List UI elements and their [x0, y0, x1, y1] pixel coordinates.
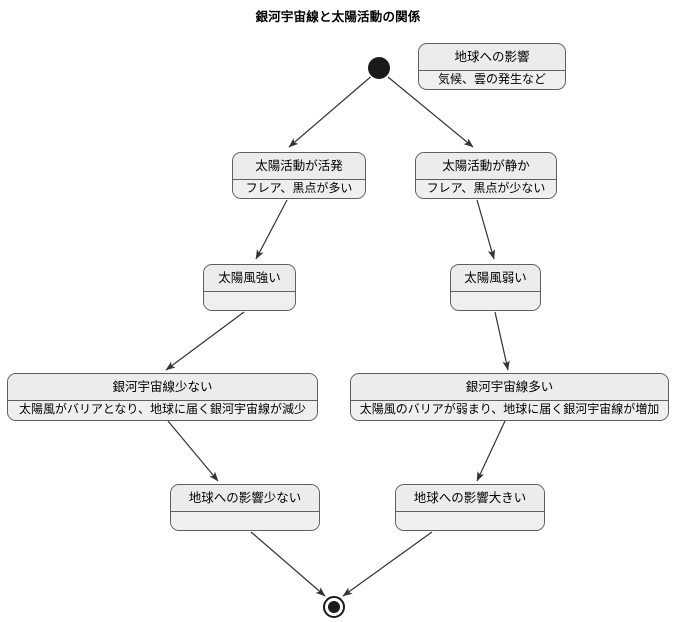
node-earth-impact-low-title: 地球への影響少ない [171, 485, 319, 512]
node-earth-impact-high-body [396, 512, 544, 530]
node-solar-quiet[interactable]: 太陽活動が静か フレア、黒点が少ない [415, 152, 557, 199]
node-solar-active-body: フレア、黒点が多い [233, 180, 365, 198]
node-solar-wind-weak[interactable]: 太陽風弱い [450, 264, 541, 311]
node-cosmic-ray-low-body: 太陽風がバリアとなり、地球に届く銀河宇宙線が減少 [8, 401, 317, 420]
node-solar-wind-strong[interactable]: 太陽風強い [203, 264, 296, 311]
node-earth-impact-high-title: 地球への影響大きい [396, 485, 544, 512]
edge-wind-weak-to-cosmic-high [494, 311, 510, 371]
edge-solar-quiet-to-wind-weak [476, 199, 496, 260]
edge-start-to-solar-active [288, 76, 371, 148]
node-solar-active[interactable]: 太陽活動が活発 フレア、黒点が多い [232, 152, 366, 199]
node-earth-impact-low-body [171, 512, 319, 530]
node-cosmic-ray-high[interactable]: 銀河宇宙線多い 太陽風のバリアが弱まり、地球に届く銀河宇宙線が増加 [350, 373, 669, 421]
edge-wind-strong-to-cosmic-low [165, 311, 245, 371]
node-cosmic-ray-high-body: 太陽風のバリアが弱まり、地球に届く銀河宇宙線が増加 [351, 401, 668, 420]
node-cosmic-ray-low-title: 銀河宇宙線少ない [8, 374, 317, 401]
edge-impact-low-to-end [250, 531, 326, 597]
page-title: 銀河宇宙線と太陽活動の関係 [255, 9, 421, 24]
edge-solar-active-to-wind-strong [255, 199, 288, 260]
node-solar-wind-weak-title: 太陽風弱い [451, 265, 540, 292]
node-cosmic-ray-low[interactable]: 銀河宇宙線少ない 太陽風がバリアとなり、地球に届く銀河宇宙線が減少 [7, 373, 318, 421]
edge-cosmic-high-to-impact-high [476, 420, 506, 482]
node-earth-impact-legend-body: 気候、雲の発生など [419, 71, 565, 89]
edge-impact-high-to-end [342, 531, 433, 597]
node-cosmic-ray-high-title: 銀河宇宙線多い [351, 374, 668, 401]
node-earth-impact-high[interactable]: 地球への影響大きい [395, 484, 545, 531]
node-solar-wind-weak-body [451, 292, 540, 310]
end-node-core [328, 601, 340, 613]
node-earth-impact-legend[interactable]: 地球への影響 気候、雲の発生など [418, 43, 566, 90]
node-solar-wind-strong-title: 太陽風強い [204, 265, 295, 292]
node-earth-impact-low[interactable]: 地球への影響少ない [170, 484, 320, 531]
edge-cosmic-low-to-impact-low [167, 420, 219, 482]
node-solar-quiet-body: フレア、黒点が少ない [416, 180, 556, 198]
node-earth-impact-legend-title: 地球への影響 [419, 44, 565, 71]
edge-start-to-solar-quiet [387, 76, 474, 148]
node-solar-active-title: 太陽活動が活発 [233, 153, 365, 180]
start-node [368, 57, 390, 79]
node-solar-quiet-title: 太陽活動が静か [416, 153, 556, 180]
node-solar-wind-strong-body [204, 292, 295, 310]
